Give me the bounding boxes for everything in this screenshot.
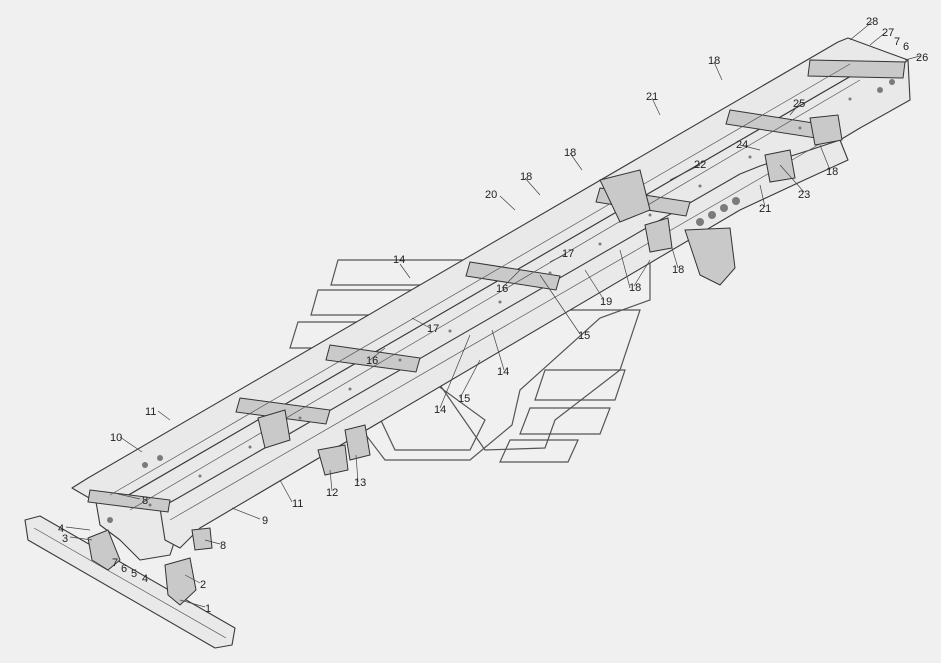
callout-21: 21 <box>759 203 771 215</box>
callout-11: 11 <box>292 498 303 510</box>
callout-11: 11 <box>145 406 156 418</box>
callout-4: 4 <box>58 523 64 535</box>
callout-16: 16 <box>496 283 508 295</box>
callout-15: 15 <box>578 330 590 342</box>
callout-18: 18 <box>708 55 720 67</box>
callout-1: 1 <box>205 603 211 615</box>
callout-9: 9 <box>262 515 268 527</box>
front-cross-member <box>87 489 171 513</box>
front-bracket-right <box>164 557 197 606</box>
callout-18: 18 <box>629 282 641 294</box>
leader-lines <box>65 21 921 608</box>
callout-24: 24 <box>736 139 748 151</box>
callout-15: 15 <box>458 393 470 405</box>
callout-14: 14 <box>393 254 405 266</box>
callout-18: 18 <box>826 166 838 178</box>
callout-22: 22 <box>694 159 706 171</box>
callout-25: 25 <box>793 98 805 110</box>
callout-17: 17 <box>427 323 439 335</box>
front-bracket-left <box>87 529 121 571</box>
callout-4: 4 <box>142 573 148 585</box>
callout-17: 17 <box>562 248 574 260</box>
bracket-8 <box>191 527 213 551</box>
callout-12: 12 <box>326 487 338 499</box>
callout-18: 18 <box>564 147 576 159</box>
right-side-rail <box>159 139 849 549</box>
callout-6: 6 <box>903 41 909 53</box>
callout-8: 8 <box>142 495 148 507</box>
callout-18: 18 <box>520 171 532 183</box>
rear-hanger-right <box>684 227 736 286</box>
callout-20: 20 <box>485 189 497 201</box>
rear-cross-member <box>807 59 906 79</box>
callout-14: 14 <box>434 404 446 416</box>
spring-bracket-13 <box>344 424 371 461</box>
callout-27: 27 <box>882 27 894 39</box>
front-spring-hanger <box>257 409 291 449</box>
callout-7: 7 <box>112 557 118 569</box>
callout-8: 8 <box>220 540 226 552</box>
rear-bracket-23 <box>764 149 796 183</box>
callout-13: 13 <box>354 477 366 489</box>
front-bumper <box>24 515 236 649</box>
callout-16: 16 <box>366 355 378 367</box>
callout-28: 28 <box>866 16 878 28</box>
rear-hanger-left <box>599 169 651 223</box>
callout-21: 21 <box>646 91 658 103</box>
callout-10: 10 <box>110 432 122 444</box>
cross-member-3 <box>325 344 421 373</box>
callout-5: 5 <box>131 568 137 580</box>
rivet-holes <box>107 79 895 523</box>
spring-bracket-12 <box>317 444 349 476</box>
cross-member-4 <box>465 261 561 291</box>
callout-14: 14 <box>497 366 509 378</box>
callout-26: 26 <box>916 52 928 64</box>
callout-19: 19 <box>600 296 612 308</box>
callout-3: 3 <box>62 533 68 545</box>
callout-labels: 1 2 3 4 4 5 6 6 7 7 8 8 9 10 11 11 12 13… <box>58 16 928 615</box>
callout-6: 6 <box>121 563 127 575</box>
rear-bracket-18 <box>809 114 843 146</box>
callout-2: 2 <box>200 579 206 591</box>
callout-18: 18 <box>672 264 684 276</box>
chassis-frame <box>24 37 911 649</box>
callout-23: 23 <box>798 189 810 201</box>
callout-7: 7 <box>894 36 900 48</box>
